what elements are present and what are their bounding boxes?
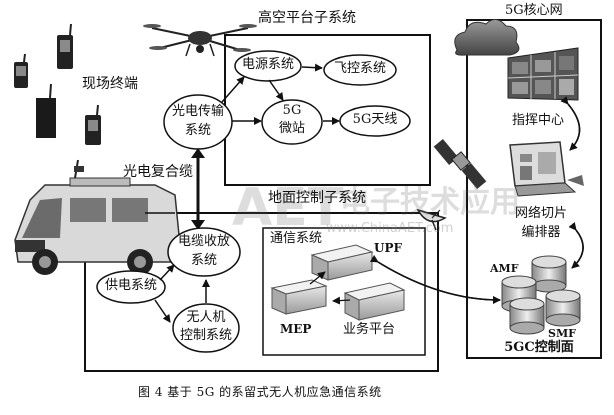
flight-control-node — [323, 54, 397, 86]
optical-transmission-label-1: 光电传输 — [171, 104, 224, 119]
flight-control-label: 飞控系统 — [333, 61, 386, 76]
power-system-node — [234, 50, 302, 82]
antenna-5g-node — [339, 105, 411, 137]
optical-transmission-label-2: 系统 — [184, 123, 211, 138]
dish-icon — [416, 208, 447, 231]
micro-station-label-1: 5G — [282, 103, 302, 118]
laptop-icon — [509, 141, 584, 197]
uav-control-node — [172, 303, 240, 353]
business-platform-server-icon — [343, 282, 406, 321]
optoelectric-cable-label: 光电复合缆 — [123, 164, 193, 180]
mep-label: MEP — [280, 322, 312, 336]
satellite-icon — [433, 138, 487, 190]
command-center-label: 指挥中心 — [512, 113, 565, 128]
drone-icon — [143, 24, 257, 57]
communication-system-label: 通信系统 — [270, 231, 323, 246]
power-supply-label: 供电系统 — [104, 278, 157, 293]
cable-reel-label-2: 系统 — [190, 253, 217, 268]
optoelectric-cable-link — [191, 148, 205, 230]
network-slice-label-1: 网络切片 — [514, 206, 567, 221]
network-slice-label-2: 编排器 — [521, 225, 561, 240]
uav-control-label-1: 无人机 — [186, 310, 226, 325]
amf-label: AMF — [490, 262, 519, 275]
figure-caption: 图 4 基于 5G 的系留式无人机应急通信系统 — [138, 385, 382, 399]
command-center-icon — [507, 47, 579, 101]
cable-reel-label-1: 电缆收放 — [177, 234, 230, 249]
cloud-icon — [454, 19, 520, 56]
power-system-label: 电源系统 — [241, 57, 294, 72]
watermark-text: 电子技术应用 — [340, 185, 520, 220]
communication-frame — [262, 227, 426, 356]
core-network-frame — [466, 19, 602, 359]
field-terminal-label: 现场终端 — [82, 76, 138, 92]
cable-reel-node — [167, 227, 241, 277]
smf-label: SMF — [548, 327, 576, 340]
vehicle-icon — [14, 159, 181, 275]
control-plane-5gc-label: 5GC控制面 — [504, 340, 574, 355]
field-terminal-icons — [14, 23, 101, 145]
antenna-5g-label: 5G天线 — [352, 112, 398, 127]
watermark-url: www.ChinaAET.com — [326, 221, 454, 236]
power-supply-node — [96, 270, 166, 304]
upf-label: UPF — [374, 241, 403, 255]
title-5g-core: 5G核心网 — [505, 3, 563, 18]
database-icons — [501, 255, 581, 335]
title-high-altitude: 高空平台子系统 — [258, 10, 356, 26]
business-platform-label: 业务平台 — [343, 322, 396, 337]
title-ground-control: 地面控制子系统 — [268, 190, 366, 206]
micro-station-label-2: 微站 — [278, 121, 305, 136]
watermark-logo: AET — [232, 178, 344, 238]
uav-control-label-2: 控制系统 — [179, 328, 232, 343]
mep-server-icon — [270, 279, 328, 315]
micro-station-node — [261, 99, 323, 145]
